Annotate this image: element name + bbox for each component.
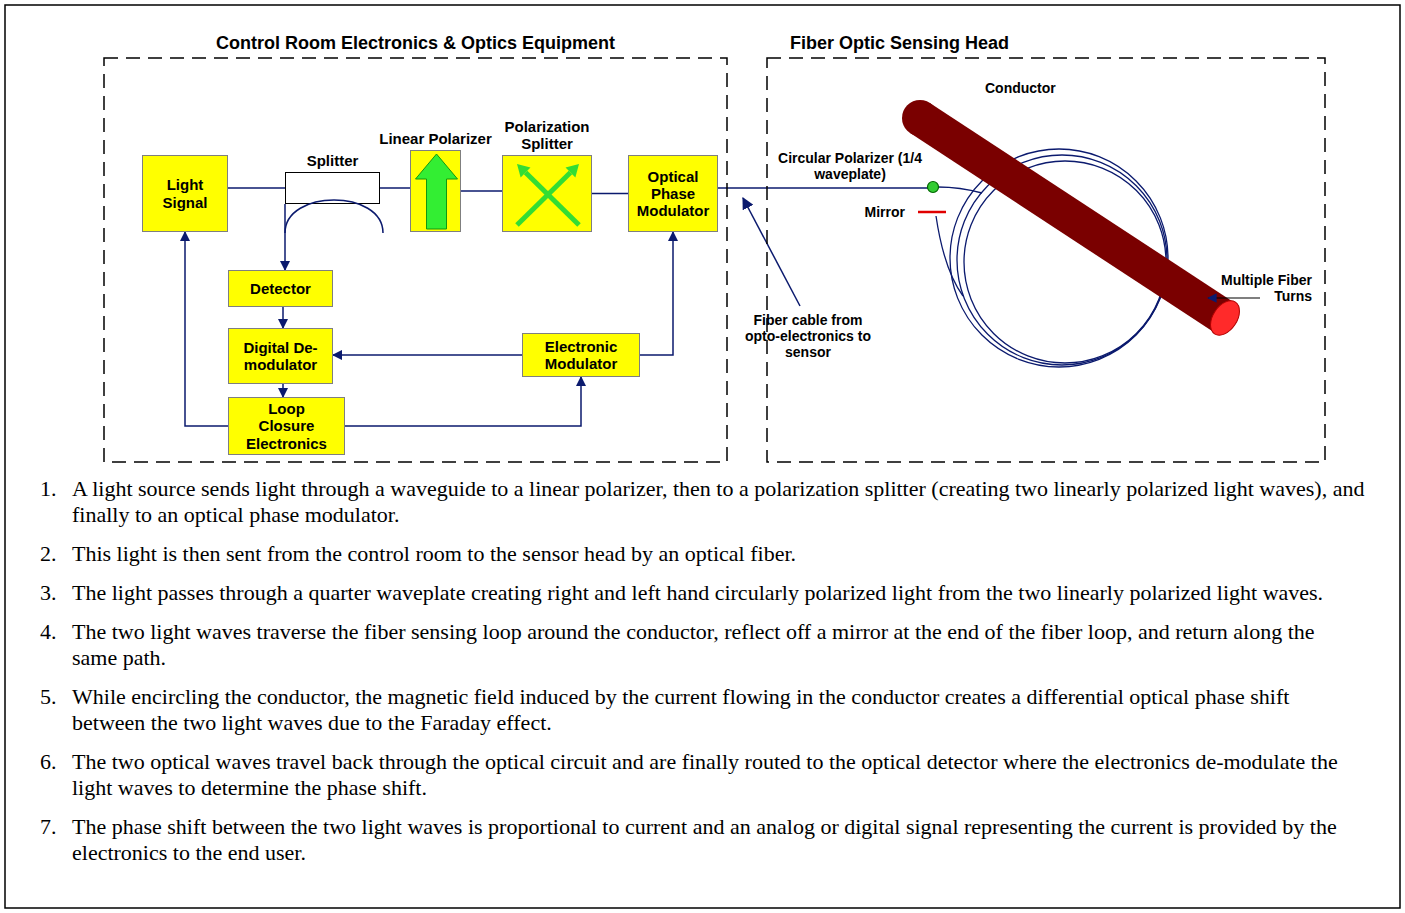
step-number: 7. (40, 814, 72, 866)
dashed-border (766, 57, 1326, 463)
step-text: While encircling the conductor, the magn… (72, 684, 1365, 736)
list-item: 5.While encircling the conductor, the ma… (40, 684, 1365, 736)
splitter-box: Polarization Splitter (502, 155, 592, 232)
step-number: 4. (40, 619, 72, 671)
coupler-symbol (285, 173, 392, 243)
list-item: 1.A light source sends light through a w… (40, 476, 1365, 528)
arrow-symbol (517, 172, 570, 225)
arrow-symbol (416, 154, 458, 229)
dashed-border (103, 57, 728, 463)
modulator-box: Electronic Modulator (522, 333, 640, 377)
step-text: The light passes through a quarter wavep… (72, 580, 1365, 606)
electronics-box: Loop Closure Electronics (228, 397, 345, 455)
sensing-head-region: Fiber Optic Sensing Head (766, 57, 1326, 463)
polarizer-symbol (411, 151, 462, 233)
mirror (918, 211, 946, 214)
connector (284, 204, 286, 270)
list-item: 4.The two light waves traverse the fiber… (40, 619, 1365, 671)
region-heading: Control Room Electronics & Optics Equipm… (216, 33, 615, 54)
connector (282, 384, 284, 397)
connector (228, 187, 285, 189)
connector (461, 190, 502, 192)
dashed-border (104, 58, 727, 462)
step-list: 1.A light source sends light through a w… (40, 476, 1365, 879)
leader-line (743, 198, 800, 306)
step-text: A light source sends light through a wav… (72, 476, 1365, 528)
polarizer-symbol (503, 156, 593, 233)
conductor (902, 100, 1245, 340)
step-number: 5. (40, 684, 72, 736)
part-label: Conductor (985, 80, 1095, 96)
polarizer-box: Linear Polarizer (410, 150, 461, 232)
detector-box: Detector (228, 270, 333, 307)
step-number: 1. (40, 476, 72, 528)
step-number: 2. (40, 541, 72, 567)
box-label: Light Signal (153, 176, 217, 211)
step-text: The phase shift between the two light wa… (72, 814, 1365, 866)
list-item: 6.The two optical waves travel back thro… (40, 749, 1365, 801)
part-label: Mirror (845, 204, 905, 220)
box-label: Splitter (271, 152, 395, 169)
box-label: Polarization Splitter (485, 118, 609, 153)
step-text: This light is then sent from the control… (72, 541, 1365, 567)
box-label: Linear Polarizer (374, 130, 498, 147)
coupler-symbol (285, 200, 383, 233)
splitter-box: Splitter (285, 172, 380, 204)
step-text: The two light waves traverse the fiber s… (72, 619, 1365, 671)
box-label: Loop Closure Electronics (245, 400, 328, 452)
dashed-border (767, 58, 1325, 462)
list-item: 7.The phase shift between the two light … (40, 814, 1365, 866)
arrow-symbol (517, 164, 530, 177)
step-text: The two optical waves travel back throug… (72, 749, 1365, 801)
box-label: Electronic Modulator (531, 338, 631, 373)
list-item: 3.The light passes through a quarter wav… (40, 580, 1365, 606)
connector (333, 354, 522, 356)
connector (185, 232, 228, 426)
connector (592, 193, 628, 195)
box-label: Optical Phase Modulator (635, 168, 711, 220)
box-label: Detector (250, 280, 311, 297)
region-heading: Fiber Optic Sensing Head (790, 33, 1009, 54)
callout-label: Fiber cable from opto-electronics to sen… (740, 312, 876, 360)
leader-line (1208, 297, 1260, 298)
connector (380, 187, 410, 189)
connector (282, 307, 284, 328)
connector (640, 232, 673, 355)
connector (345, 377, 581, 426)
step-number: 6. (40, 749, 72, 801)
modulator-box: Optical Phase Modulator (628, 155, 718, 232)
quarter-waveplate (928, 182, 939, 193)
outer-frame (5, 5, 1400, 908)
part-label: Multiple Fiber Turns (1196, 272, 1312, 304)
arrow-symbol (526, 172, 579, 225)
demodulator-box: Digital De- modulator (228, 328, 333, 384)
source-box: Light Signal (142, 155, 228, 232)
arrow-symbol (566, 164, 579, 177)
step-number: 3. (40, 580, 72, 606)
list-item: 2.This light is then sent from the contr… (40, 541, 1365, 567)
box-label: Digital De- modulator (241, 339, 320, 374)
equipment-region: Control Room Electronics & Optics Equipm… (103, 57, 728, 463)
part-label: Circular Polarizer (1/4 waveplate) (772, 150, 928, 182)
fiber-cable (718, 187, 928, 189)
